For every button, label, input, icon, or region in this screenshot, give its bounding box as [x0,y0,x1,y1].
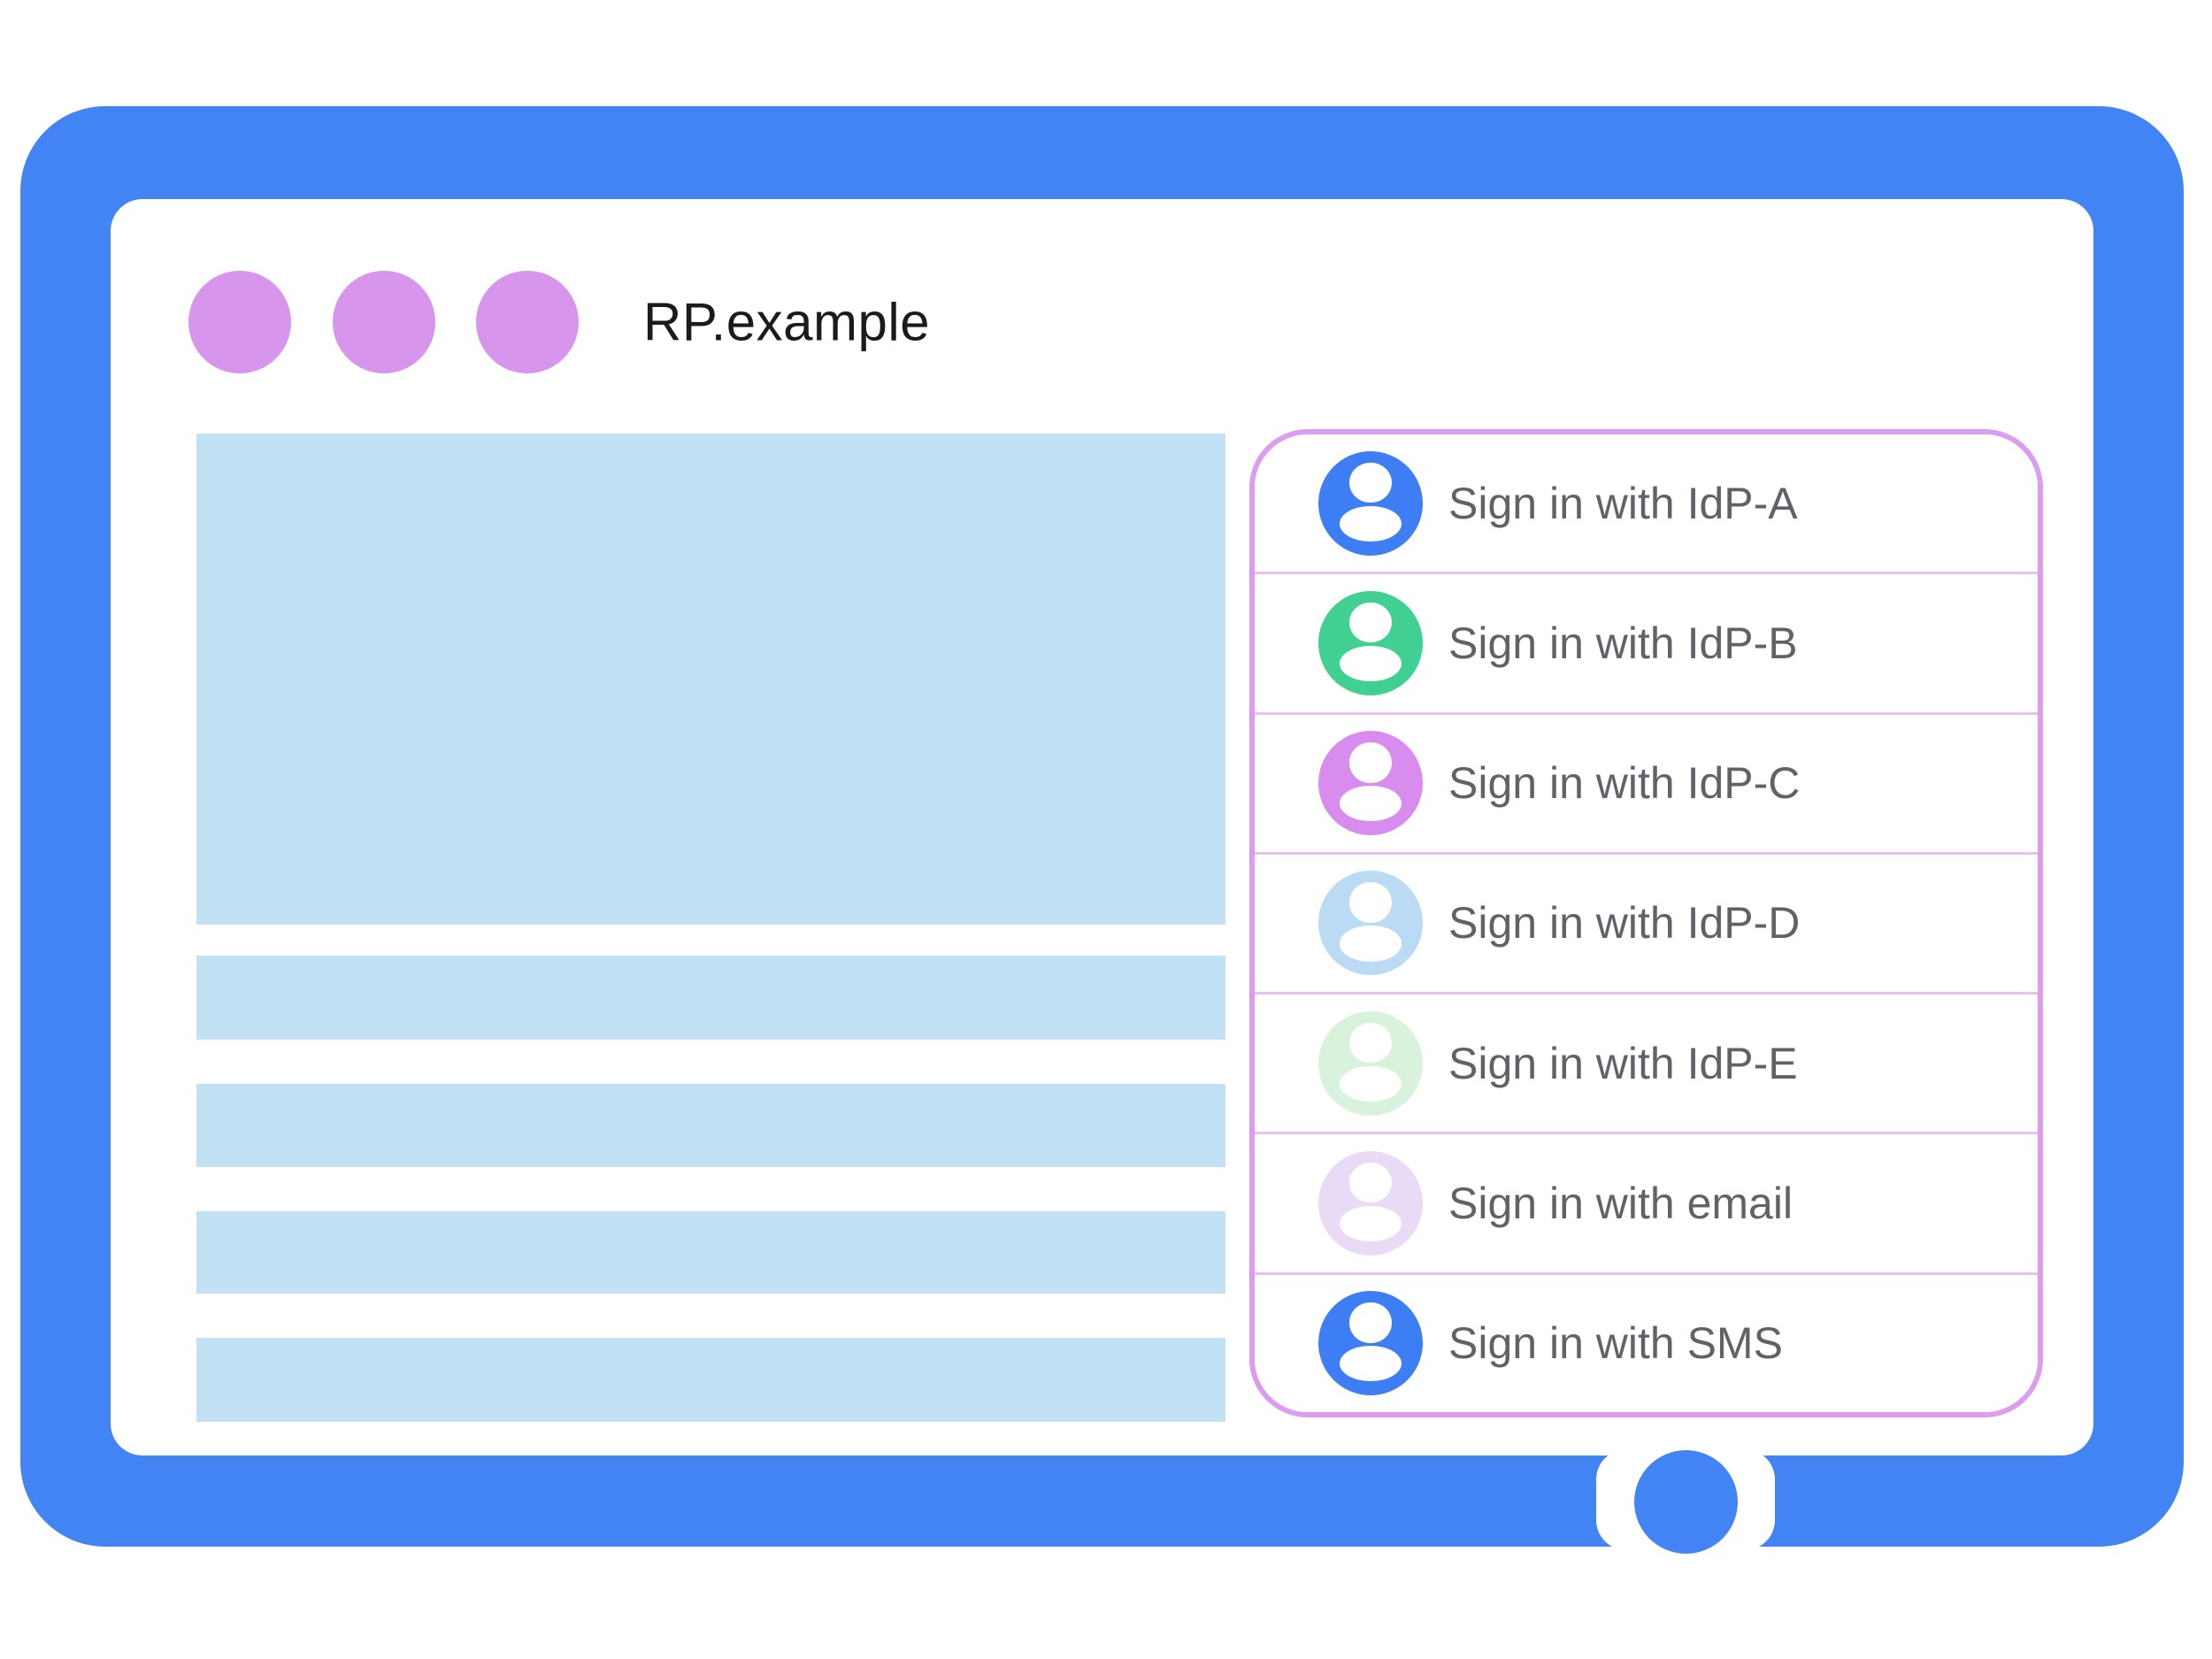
content-placeholder-bar [196,1211,1225,1294]
person-circle-icon [1318,731,1423,836]
signin-option[interactable]: Sign in with SMS [1255,1271,2038,1412]
content-placeholder-bar [196,1338,1225,1422]
person-circle-icon [1318,1291,1423,1396]
person-circle-icon [1318,871,1423,976]
person-circle-icon [1318,590,1423,695]
page-title: RP.example [643,292,931,352]
signin-option-label: Sign in with email [1448,1179,1793,1229]
window-control-dot [333,271,435,373]
signin-option[interactable]: Sign in with IdP-D [1255,851,2038,993]
signin-option[interactable]: Sign in with IdP-E [1255,992,2038,1133]
signin-option-label: Sign in with IdP-C [1448,758,1801,809]
signin-option[interactable]: Sign in with IdP-A [1255,434,2038,572]
signin-option-label: Sign in with IdP-A [1448,478,1798,528]
window-control-dot [476,271,579,373]
content-placeholder-bar [196,1084,1225,1167]
person-circle-icon [1318,450,1423,556]
signin-option-label: Sign in with SMS [1448,1318,1783,1369]
content-placeholder-hero [196,434,1225,925]
signin-option-label: Sign in with IdP-B [1448,618,1798,668]
signin-option[interactable]: Sign in with IdP-B [1255,572,2038,712]
signin-option-label: Sign in with IdP-D [1448,898,1801,949]
window-control-dot [188,271,291,373]
signin-chooser-panel: Sign in with IdP-A Sign in with IdP-B Si… [1249,429,2043,1417]
person-circle-icon [1318,1151,1423,1256]
signin-option[interactable]: Sign in with email [1255,1132,2038,1272]
signin-option[interactable]: Sign in with IdP-C [1255,711,2038,852]
home-button [1634,1450,1738,1554]
person-circle-icon [1318,1010,1423,1116]
signin-option-label: Sign in with IdP-E [1448,1038,1798,1088]
content-placeholder-bar [196,956,1225,1040]
